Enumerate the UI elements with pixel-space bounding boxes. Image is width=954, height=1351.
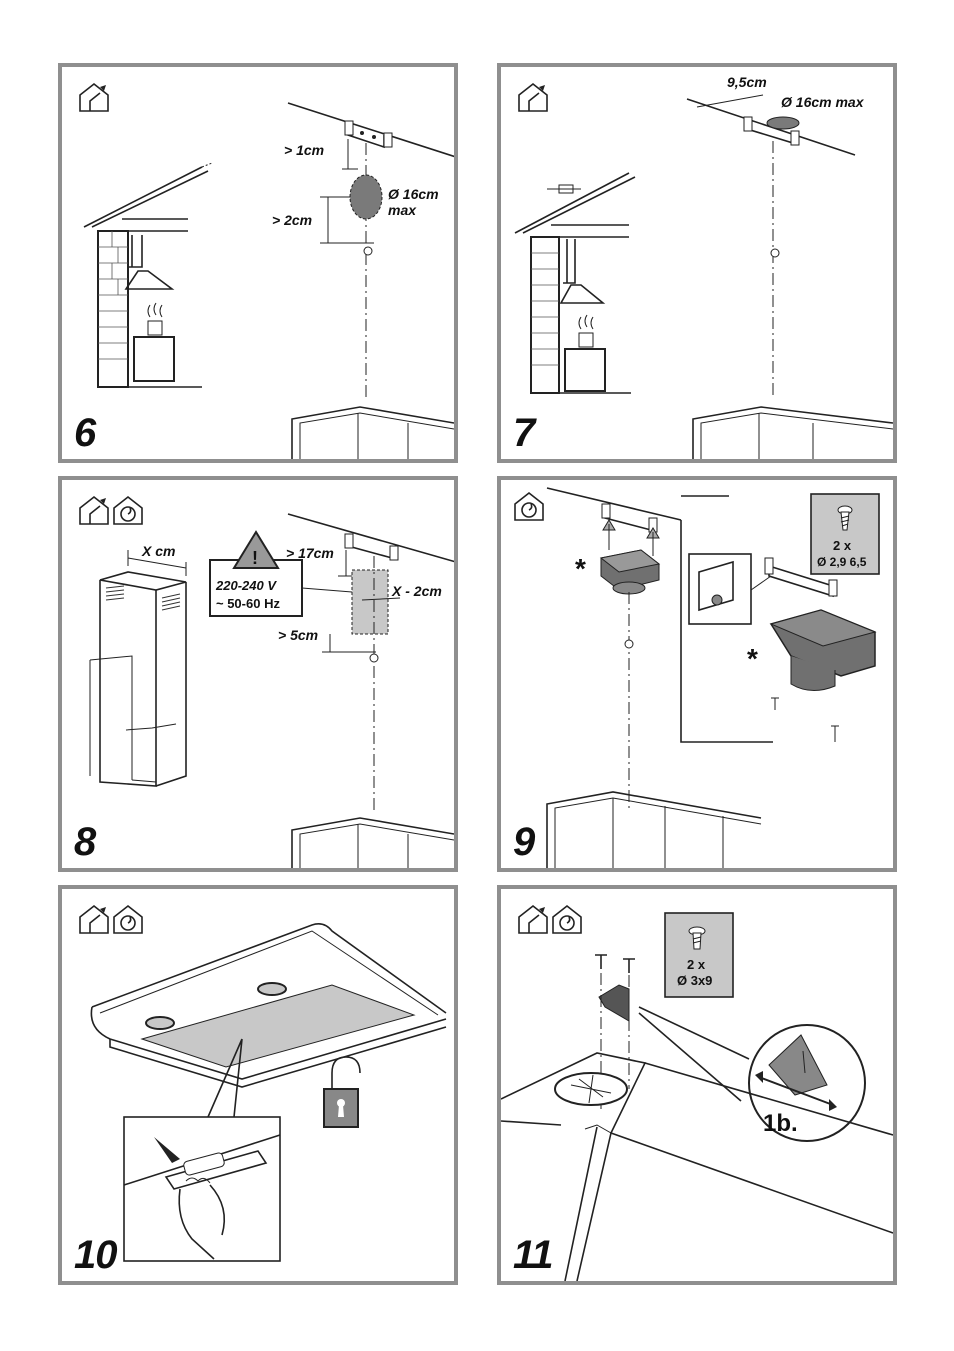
- step-number: 8: [74, 820, 95, 865]
- step-8-drawing: X cm ! 220-240 V ~ 50-60 Hz > 17cm X - 2…: [62, 480, 454, 868]
- detail-label: 1b.: [763, 1110, 798, 1137]
- step-number: 11: [513, 1233, 553, 1278]
- wall-plug: [364, 247, 372, 255]
- warning-triangle-icon: !: [234, 532, 278, 568]
- panel-step-9: * 2 x Ø 2,9 6,5: [497, 476, 897, 872]
- step-number: 6: [74, 411, 95, 456]
- dim-diameter-label: Ø 16cm max: [781, 94, 865, 110]
- step-6-drawing: > 1cm Ø 16cm max > 2cm: [62, 67, 454, 459]
- dim-width-label: 9,5cm: [727, 74, 767, 90]
- filter-latch-detail: [124, 1117, 280, 1261]
- step-7-drawing: 9,5cm Ø 16cm max: [501, 67, 893, 459]
- panel-step-8: X cm ! 220-240 V ~ 50-60 Hz > 17cm X - 2…: [58, 476, 458, 872]
- base-cabinet: [547, 792, 761, 868]
- padlock-open-icon: [324, 1057, 360, 1127]
- step-number: 7: [513, 411, 534, 456]
- house-vent-out-icon: [519, 84, 547, 111]
- wall-plug: [771, 249, 779, 257]
- house-vent-out-icon: [519, 906, 547, 933]
- screw-spec-box: 2 x Ø 3x9: [665, 913, 733, 997]
- deflector-adapter-large: [771, 610, 875, 691]
- house-vent-out-icon: [80, 84, 108, 111]
- grease-filter: [142, 985, 414, 1067]
- kitchen-scene: [84, 163, 212, 387]
- house-recirculation-icon: [114, 497, 142, 524]
- oval-diameter-label: Ø 16cm: [388, 186, 439, 202]
- step-10-drawing: [62, 889, 454, 1281]
- voltage-label: 220-240 V: [215, 578, 277, 593]
- locking-plate: [599, 985, 629, 1021]
- chimney-cover: [90, 550, 186, 786]
- screw-spec-box: 2 x Ø 2,9 6,5: [811, 494, 879, 574]
- detail-inset: [689, 554, 771, 624]
- step-11-drawing: 2 x Ø 3x9 1b.: [501, 889, 893, 1281]
- house-recirculation-icon: [515, 493, 543, 520]
- screws-size: Ø 2,9 6,5: [817, 555, 867, 569]
- panel-step-6: > 1cm Ø 16cm max > 2cm: [58, 63, 458, 463]
- kitchen-scene: [515, 173, 635, 393]
- base-cabinet: [292, 407, 454, 459]
- oval-max-label: max: [388, 202, 417, 218]
- wall-plug: [625, 640, 633, 648]
- step-number: 10: [74, 1233, 117, 1278]
- dim-top-label: > 17cm: [286, 545, 334, 561]
- dim-socket-label: X - 2cm: [391, 583, 442, 599]
- dim-x-label: X cm: [141, 543, 175, 559]
- socket-zone: [352, 570, 388, 634]
- asterisk-mark-2: *: [747, 643, 758, 674]
- screws-qty: 2 x: [687, 957, 706, 972]
- screws-qty: 2 x: [833, 538, 852, 553]
- dim-top-label: > 1cm: [284, 142, 324, 158]
- screws-size: Ø 3x9: [677, 973, 712, 988]
- duct-hole-oval: [767, 117, 799, 129]
- wall-bracket: [345, 121, 392, 147]
- light-right: [258, 983, 286, 995]
- light-left: [146, 1017, 174, 1029]
- deflector-adapter: [601, 550, 659, 594]
- frequency-label: ~ 50-60 Hz: [216, 596, 280, 611]
- detail-magnifier: 1b.: [749, 1025, 865, 1141]
- panel-step-11: 2 x Ø 3x9 1b. 11: [497, 885, 897, 1285]
- house-recirculation-icon: [553, 906, 581, 933]
- svg-text:!: !: [252, 548, 258, 568]
- step-number: 9: [513, 820, 534, 865]
- panel-step-10: 10: [58, 885, 458, 1285]
- wall-bracket: [744, 117, 799, 145]
- base-cabinet: [693, 407, 893, 459]
- step-9-drawing: * 2 x Ø 2,9 6,5: [501, 480, 893, 868]
- panel-step-7: 9,5cm Ø 16cm max: [497, 63, 897, 463]
- base-cabinet: [292, 818, 454, 868]
- dim-bottom-label: > 5cm: [278, 627, 318, 643]
- house-vent-out-icon: [80, 906, 108, 933]
- cooker-hood: [91, 924, 446, 1087]
- asterisk-mark: *: [575, 553, 586, 584]
- wall-plug: [370, 654, 378, 662]
- house-recirculation-icon: [114, 906, 142, 933]
- dim-side-label: > 2cm: [272, 212, 312, 228]
- house-vent-out-icon: [80, 497, 108, 524]
- duct-hole-oval: [350, 175, 382, 219]
